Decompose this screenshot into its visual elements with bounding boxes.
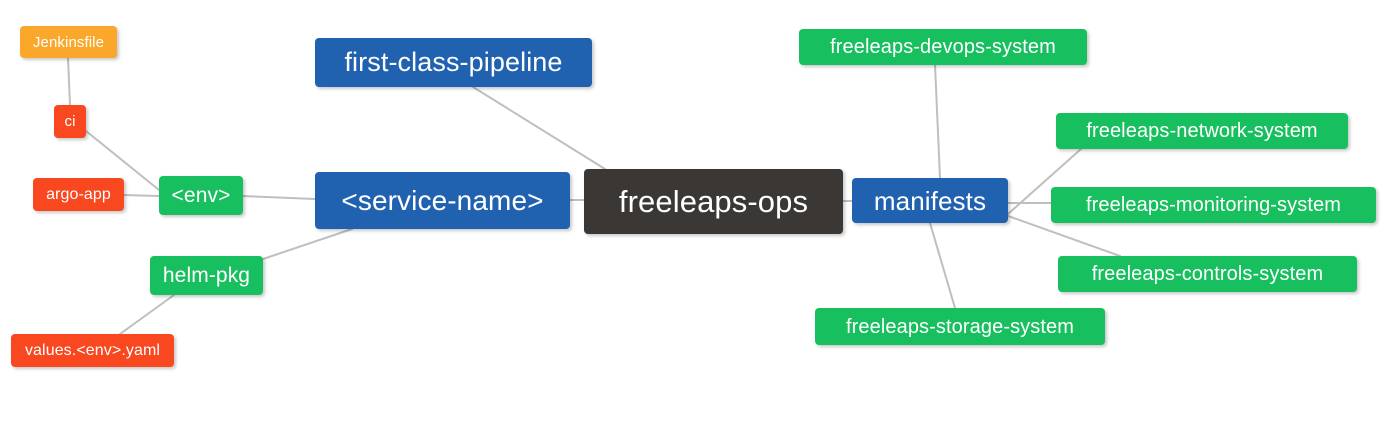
node-label: <env>	[171, 184, 231, 207]
edge-jenkinsfile-to-ci	[67, 57, 71, 106]
node-label: <service-name>	[341, 184, 544, 216]
node-label: helm-pkg	[162, 264, 251, 287]
node-label: manifests	[873, 185, 987, 216]
node-values-env-yaml[interactable]: values.<env>.yaml	[11, 334, 174, 367]
node-ci[interactable]: ci	[54, 105, 86, 138]
node-freeleaps-controls-system[interactable]: freeleaps-controls-system	[1058, 256, 1357, 292]
node-helm-pkg[interactable]: helm-pkg	[150, 256, 263, 295]
node-label: freeleaps-ops	[618, 184, 809, 219]
node-label: freeleaps-devops-system	[830, 36, 1056, 58]
node-env[interactable]: <env>	[159, 176, 243, 215]
edge-manifests-to-freeleaps-storage-system	[929, 222, 956, 309]
edge-manifests-to-freeleaps-devops-system	[934, 64, 941, 179]
node-label: first-class-pipeline	[344, 47, 563, 77]
edge-first-class-pipeline-to-freeleaps-ops	[472, 86, 606, 170]
node-freeleaps-storage-system[interactable]: freeleaps-storage-system	[815, 308, 1105, 345]
node-first-class-pipeline[interactable]: first-class-pipeline	[315, 38, 592, 87]
node-service-name[interactable]: <service-name>	[315, 172, 570, 229]
node-manifests[interactable]: manifests	[852, 178, 1008, 223]
edge-helm-pkg-to-values-env-yaml	[119, 294, 175, 335]
node-freeleaps-network-system[interactable]: freeleaps-network-system	[1056, 113, 1348, 149]
node-label: freeleaps-storage-system	[845, 315, 1075, 338]
node-label: freeleaps-monitoring-system	[1085, 194, 1341, 216]
node-freeleaps-ops[interactable]: freeleaps-ops	[584, 169, 843, 234]
edge-env-to-service-name	[242, 195, 316, 200]
node-freeleaps-monitoring-system[interactable]: freeleaps-monitoring-system	[1051, 187, 1376, 223]
node-label: freeleaps-controls-system	[1091, 263, 1324, 285]
node-jenkinsfile[interactable]: Jenkinsfile	[20, 26, 117, 58]
node-label: values.<env>.yaml	[24, 341, 161, 359]
node-label: ci	[64, 113, 76, 130]
node-freeleaps-devops-system[interactable]: freeleaps-devops-system	[799, 29, 1087, 65]
edge-service-name-to-helm-pkg	[262, 228, 353, 260]
node-label: argo-app	[46, 185, 111, 203]
node-label: freeleaps-network-system	[1086, 120, 1318, 142]
node-argo-app[interactable]: argo-app	[33, 178, 124, 211]
node-label: Jenkinsfile	[32, 33, 105, 51]
edge-argo-app-to-env	[123, 194, 160, 197]
